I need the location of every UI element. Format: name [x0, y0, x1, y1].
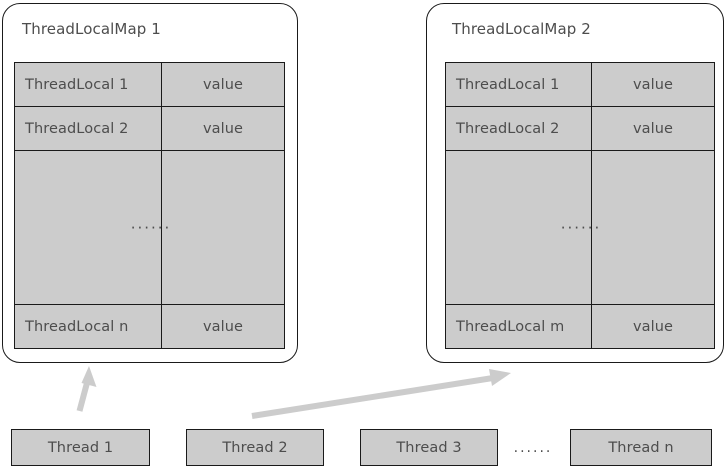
- threadlocal-value-cell: value: [591, 304, 715, 349]
- table-row: ThreadLocal 1 value: [14, 62, 285, 107]
- thread-n-label: Thread n: [608, 439, 674, 456]
- threadlocal-value-cell-empty: [591, 150, 715, 305]
- threadlocal-value-cell: value: [161, 62, 285, 107]
- threadlocal-key-cell: ThreadLocal 2: [14, 106, 162, 151]
- arrow-thread2-to-map2: [251, 369, 511, 419]
- threadlocal-value-cell: value: [161, 304, 285, 349]
- table-row: ThreadLocal 2 value: [445, 106, 715, 151]
- threads-ellipsis: ......: [513, 440, 553, 456]
- table-row: ThreadLocal 2 value: [14, 106, 285, 151]
- threadlocal-key-cell: ThreadLocal 1: [14, 62, 162, 107]
- thread-2-box[interactable]: Thread 2: [186, 429, 324, 466]
- threadlocal-key-cell: ThreadLocal 1: [445, 62, 592, 107]
- threadlocalmap-2-row-ellipsis: ......: [560, 214, 602, 233]
- threadlocal-value-cell: value: [161, 106, 285, 151]
- threadlocalmap-1-row-ellipsis: ......: [130, 214, 172, 233]
- table-row: ThreadLocal m value: [445, 304, 715, 349]
- table-row-ellipsis: [445, 150, 715, 305]
- thread-3-label: Thread 3: [396, 439, 462, 456]
- threadlocal-value-cell-empty: [161, 150, 285, 305]
- table-row: ThreadLocal n value: [14, 304, 285, 349]
- table-row: ThreadLocal 1 value: [445, 62, 715, 107]
- thread-n-box[interactable]: Thread n: [570, 429, 712, 466]
- threadlocalmap-1-table: ThreadLocal 1 value ThreadLocal 2 value …: [14, 62, 285, 349]
- threadlocal-key-cell-empty: [445, 150, 592, 305]
- threadlocal-value-cell: value: [591, 62, 715, 107]
- threadlocal-key-cell: ThreadLocal m: [445, 304, 592, 349]
- thread-1-label: Thread 1: [47, 439, 114, 456]
- thread-3-box[interactable]: Thread 3: [360, 429, 498, 466]
- threadlocalmap-1-title: ThreadLocalMap 1: [22, 20, 161, 38]
- arrow-thread1-to-map1: [76, 366, 97, 412]
- thread-1-box[interactable]: Thread 1: [11, 429, 150, 466]
- threadlocal-key-cell: ThreadLocal n: [14, 304, 162, 349]
- thread-2-label: Thread 2: [222, 439, 288, 456]
- threadlocal-value-cell: value: [591, 106, 715, 151]
- threadlocalmap-2-title: ThreadLocalMap 2: [452, 20, 591, 38]
- threadlocalmap-2-table: ThreadLocal 1 value ThreadLocal 2 value …: [445, 62, 715, 349]
- threadlocal-key-cell: ThreadLocal 2: [445, 106, 592, 151]
- threadlocal-key-cell-empty: [14, 150, 162, 305]
- table-row-ellipsis: [14, 150, 285, 305]
